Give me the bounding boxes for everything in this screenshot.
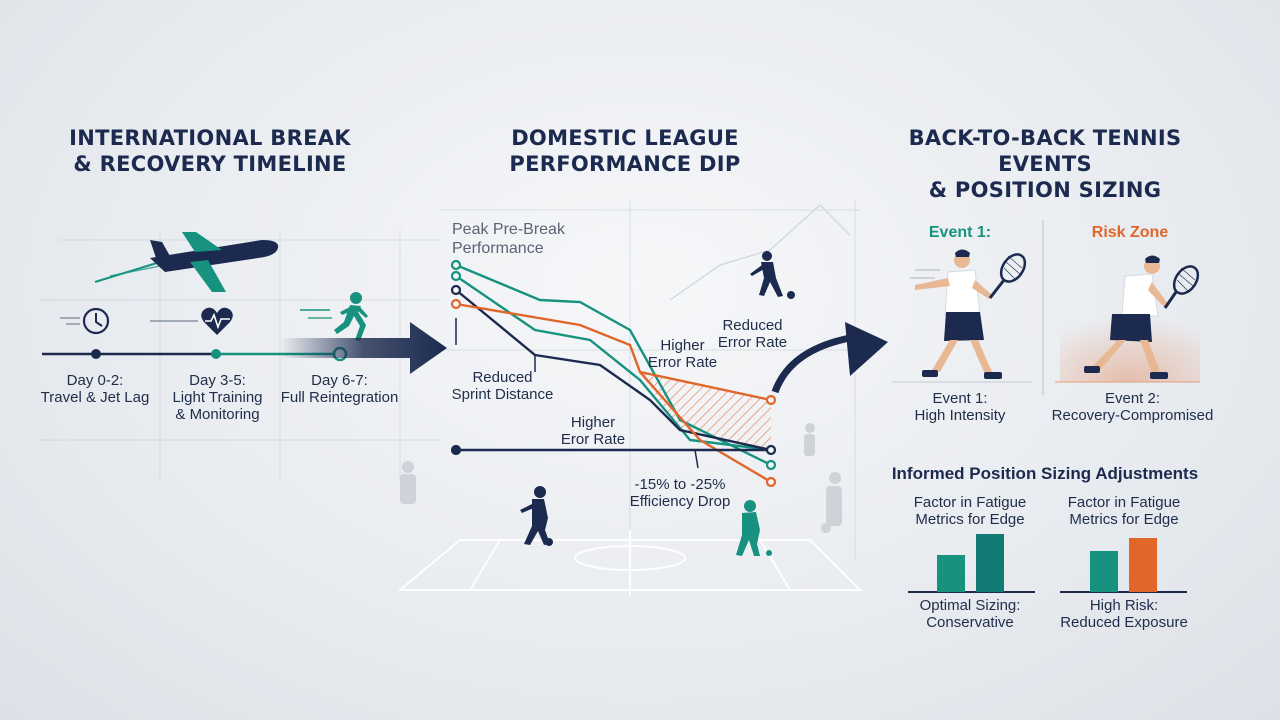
right-bar-2 <box>1129 538 1157 592</box>
efficiency-line2: Efficiency Drop <box>629 493 731 510</box>
reduced-sprint-line1: Reduced <box>472 369 533 386</box>
event2-caption-line1: Event 2: <box>1104 390 1161 407</box>
higher-error-top-line2: Error Rate <box>647 354 718 371</box>
right-title-line1: BACK-TO-BACK TENNIS EVENTS <box>908 126 1182 176</box>
right-bar-1 <box>1090 551 1118 592</box>
higher-error-bottom-label: Higher Eror Rate <box>548 414 638 448</box>
series-line-teal-1 <box>455 263 772 467</box>
left-title-line1: INTERNATIONAL BREAK <box>69 126 351 150</box>
right-result-line1: High Risk: <box>1089 597 1159 614</box>
clock-icon <box>60 307 110 335</box>
higher-error-bottom-line1: Higher <box>570 414 616 431</box>
soccer-player-fatigued-icon <box>736 500 772 556</box>
left-bar-1 <box>937 555 965 592</box>
reduced-sprint-line2: Sprint Distance <box>451 386 554 403</box>
left-factor-label: Factor in Fatigue Metrics for Edge <box>900 494 1040 528</box>
right-title: BACK-TO-BACK TENNIS EVENTS & POSITION SI… <box>870 125 1220 203</box>
soccer-player-dribble-icon <box>520 486 553 546</box>
airplane-icon <box>94 232 279 292</box>
runner-icon <box>300 292 368 341</box>
step3-desc: Full Reintegration <box>280 389 399 406</box>
peak-label: Peak Pre-Break Performance <box>452 220 612 258</box>
right-factor-label: Factor in Fatigue Metrics for Edge <box>1054 494 1194 528</box>
step1-desc: Travel & Jet Lag <box>40 389 150 406</box>
event1-caption-line1: Event 1: <box>932 390 988 407</box>
transition-arrow <box>280 322 447 374</box>
soccer-player-icon <box>750 251 795 299</box>
right-result-label: High Risk: Reduced Exposure <box>1054 597 1194 631</box>
step3-day: Day 6-7: <box>311 372 368 389</box>
right-factor-line1: Factor in Fatigue <box>1067 494 1181 511</box>
timeline-step-2: Day 3-5: Light Training & Monitoring <box>150 372 285 423</box>
peak-label-line1: Peak Pre-Break <box>452 221 565 238</box>
curved-arrow <box>771 334 851 394</box>
right-factor-line2: Metrics for Edge <box>1069 511 1179 528</box>
step2-desc1: Light Training <box>172 389 263 406</box>
higher-error-bottom-line2: Eror Rate <box>560 431 626 448</box>
efficiency-drop-label: -15% to -25% Efficiency Drop <box>620 476 740 510</box>
middle-title: DOMESTIC LEAGUE PERFORMANCE DIP <box>460 125 790 177</box>
reduced-error-line2: Error Rate <box>717 334 788 351</box>
event1-caption: Event 1: High Intensity <box>900 390 1020 424</box>
reduced-sprint-label: Reduced Sprint Distance <box>440 369 565 403</box>
event2-caption: Event 2: Recovery-Compromised <box>1045 390 1220 424</box>
right-result-line2: Reduced Exposure <box>1060 614 1188 631</box>
step2-desc2: & Monitoring <box>175 406 260 423</box>
step2-day: Day 3-5: <box>189 372 246 389</box>
timeline-step-1: Day 0-2: Travel & Jet Lag <box>30 372 160 406</box>
series-line-orange <box>455 302 772 402</box>
left-result-line2: Conservative <box>926 614 1014 631</box>
middle-title-line1: DOMESTIC LEAGUE <box>511 126 739 150</box>
middle-title-line2: PERFORMANCE DIP <box>509 152 741 176</box>
higher-error-top-line1: Higher <box>660 337 705 354</box>
higher-error-top-label: Higher Error Rate <box>640 337 725 371</box>
step1-day: Day 0-2: <box>66 372 124 389</box>
tennis-player-high-intensity-icon <box>910 249 1027 379</box>
reduced-error-label: Reduced Error Rate <box>710 317 795 351</box>
event1-header: Event 1: <box>928 224 992 241</box>
event1-caption-line2: High Intensity <box>914 407 1006 424</box>
left-factor-line2: Metrics for Edge <box>915 511 1025 528</box>
sizing-title: Informed Position Sizing Adjustments <box>891 464 1199 483</box>
risk-zone-header: Risk Zone <box>1091 224 1169 241</box>
left-result-label: Optimal Sizing: Conservative <box>900 597 1040 631</box>
reduced-error-line1: Reduced <box>722 317 783 334</box>
left-factor-line1: Factor in Fatigue <box>913 494 1027 511</box>
left-title-line2: & RECOVERY TIMELINE <box>73 152 347 176</box>
tennis-player-fatigued-icon <box>1084 255 1200 379</box>
event2-caption-line2: Recovery-Compromised <box>1051 407 1214 424</box>
left-title: INTERNATIONAL BREAK & RECOVERY TIMELINE <box>40 125 380 177</box>
left-bar-2 <box>976 534 1004 592</box>
right-title-line2: & POSITION SIZING <box>928 178 1162 202</box>
series-line-orange-2 <box>639 371 772 484</box>
heart-icon <box>150 307 233 335</box>
left-result-line1: Optimal Sizing: <box>919 597 1021 614</box>
dip-hatched-zone <box>640 372 771 450</box>
peak-label-line2: Performance <box>452 240 544 257</box>
timeline-step-3: Day 6-7: Full Reintegration <box>272 372 407 406</box>
efficiency-line1: -15% to -25% <box>634 476 726 493</box>
